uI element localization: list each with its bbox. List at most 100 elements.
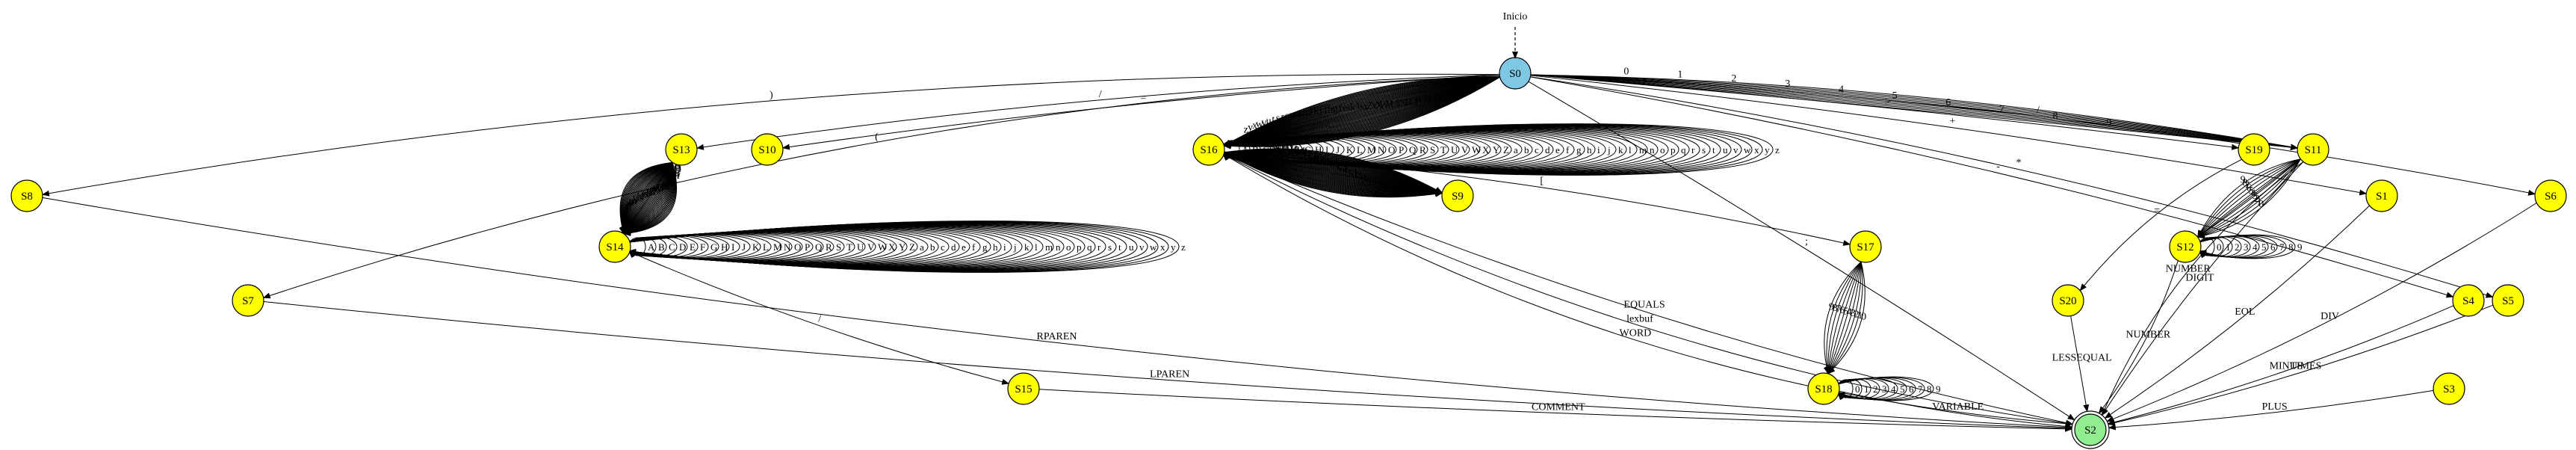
- edge-label: H: [1452, 87, 1460, 99]
- edge-label: *: [2016, 158, 2022, 169]
- edge-label: p: [627, 199, 632, 210]
- edge-s0-s11-1: [1530, 74, 2299, 150]
- edge-s17-s18-0: [1827, 262, 1866, 375]
- loop-label: r: [1691, 144, 1695, 155]
- loop-label: 6: [1909, 383, 1914, 395]
- loop-label: 7: [2279, 241, 2285, 253]
- edge-s0-s10-1: [781, 74, 1500, 150]
- state-s3: S3: [2433, 372, 2465, 405]
- edge-s13-s14-46: [619, 161, 673, 235]
- edge-label: W: [1379, 99, 1390, 111]
- edge-s11-s12-4: [2196, 158, 2301, 238]
- edge-s0-s19-1: [1530, 74, 2240, 150]
- loop-label: X: [1482, 144, 1490, 155]
- loop-label: Q: [1409, 144, 1417, 155]
- loop-label: 0: [1855, 383, 1860, 395]
- loop-label: l: [1035, 241, 1038, 253]
- edge-label: Q: [663, 180, 670, 191]
- loop-s14-51: [628, 221, 1180, 273]
- edge-s0-s16-43: [1223, 76, 1500, 147]
- edge-s0-s6-1: [1530, 74, 2536, 196]
- loop-label: E: [1284, 144, 1289, 155]
- edge-s11-s2-2: [2102, 161, 2304, 416]
- edge-label: m: [1378, 178, 1387, 189]
- loop-label: s: [1702, 144, 1706, 155]
- edge-s0-s16-31: [1223, 76, 1500, 147]
- edge-label: Z: [1339, 162, 1346, 173]
- edge-label: v: [1261, 117, 1266, 129]
- edge-label: t: [1404, 183, 1407, 194]
- loop-label: A: [648, 241, 655, 253]
- loop-label: c: [1535, 144, 1539, 155]
- edge-s0-s16-28: [1223, 76, 1500, 147]
- edge-label: 5: [1843, 306, 1848, 317]
- loop-label: K: [752, 241, 760, 253]
- loop-label: O: [1388, 144, 1395, 155]
- edge-s0-s16-46: [1223, 76, 1500, 147]
- edge-label: 1: [1857, 310, 1863, 321]
- loop-label: Z: [1503, 144, 1509, 155]
- edge-label: K: [670, 174, 678, 185]
- loop-label: D: [679, 241, 686, 253]
- edge-label: B: [1262, 138, 1269, 150]
- loop-label: u: [1129, 241, 1134, 253]
- edge-s13-s14-48: [619, 161, 673, 235]
- state-circle: [1007, 372, 1040, 405]
- edge-s12-s2-1: [2098, 260, 2179, 414]
- edge-label: E: [674, 166, 681, 177]
- edge-s13-s14-51: [619, 161, 673, 235]
- edge-s0-s1-1: [1530, 75, 2368, 196]
- loop-label: G: [1304, 144, 1311, 155]
- loop-label: Q: [815, 241, 823, 253]
- edge-label: LESSEQUAL: [2052, 353, 2112, 364]
- state-label: S8: [21, 191, 33, 203]
- edge-label: g: [1333, 104, 1338, 115]
- edge-label: F: [1462, 84, 1468, 96]
- loop-label: 8: [1927, 383, 1932, 395]
- edge-label: y: [622, 212, 627, 223]
- loop-label: z: [1775, 144, 1780, 155]
- edge-label: c: [1349, 167, 1353, 178]
- loop-label: q: [1681, 144, 1686, 155]
- loop-label: 5: [1900, 383, 1905, 395]
- edge-label: 0: [1623, 66, 1629, 77]
- loop-label: w: [1744, 144, 1751, 155]
- edge-label: a: [1362, 102, 1367, 113]
- edge-s13-s14-29: [623, 161, 673, 235]
- edge-label: O: [1303, 148, 1310, 159]
- loop-label: T: [846, 241, 852, 253]
- edge-label: W: [1328, 158, 1338, 170]
- state-s20: S20: [2052, 284, 2084, 317]
- edge-label: V: [1325, 157, 1333, 168]
- loop-label: J: [742, 241, 746, 253]
- edge-s11-s12-5: [2196, 158, 2301, 238]
- edge-label: MINUS: [2270, 360, 2303, 372]
- edge-label: =: [2154, 205, 2160, 216]
- edge-label: m: [628, 196, 637, 207]
- edge-label: S: [1401, 98, 1407, 109]
- edge-label: NUMBER: [2125, 329, 2171, 340]
- loop-label: B: [658, 241, 665, 253]
- edge-label: ): [770, 90, 773, 101]
- loop-label: b: [1524, 144, 1529, 155]
- loop-label: K: [1346, 144, 1354, 155]
- edge-label: i: [637, 192, 640, 203]
- edge-s0-s16-26: [1223, 76, 1500, 147]
- edge-s13-s14-28: [623, 162, 673, 235]
- state-s18: S18: [1807, 372, 1840, 405]
- edge-s11-s12-9: [2197, 158, 2301, 238]
- loop-label: 4: [2253, 241, 2258, 253]
- loop-label: 8: [2288, 241, 2294, 253]
- edge-label: r: [1397, 182, 1401, 194]
- edge-s17-s18-1: [1827, 262, 1863, 375]
- loop-label: Z: [909, 241, 915, 253]
- edge-s13-s14-39: [621, 161, 673, 235]
- edge-s11-s12-3: [2196, 158, 2301, 238]
- loop-label: g: [1576, 144, 1582, 155]
- edge-label: V: [655, 184, 663, 195]
- loop-label: h: [993, 241, 998, 253]
- edge-label: .: [2251, 187, 2254, 198]
- loop-label: M: [1367, 144, 1376, 155]
- edge-s13-s14-36: [622, 161, 673, 235]
